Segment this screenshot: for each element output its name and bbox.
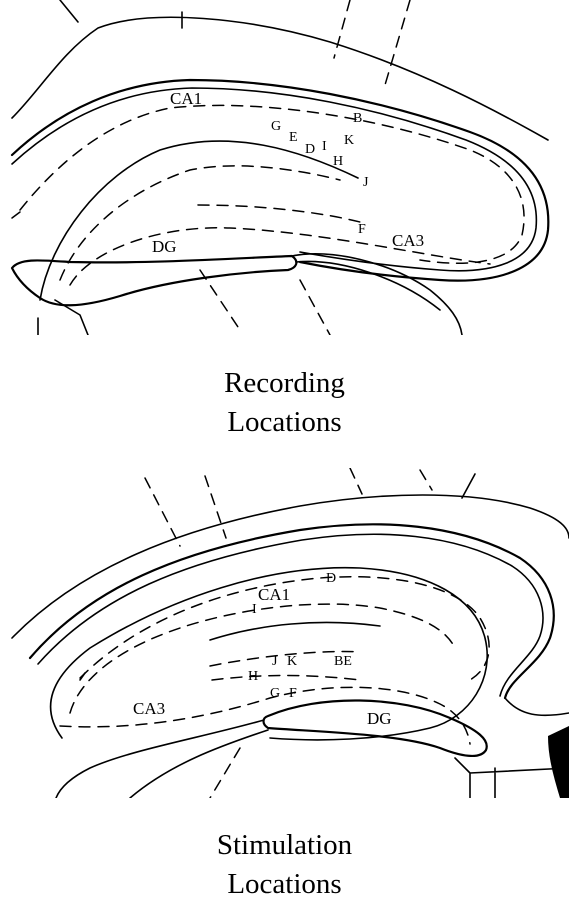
fiber-line-3 (350, 468, 362, 494)
site-label: D (326, 571, 336, 586)
outer-brain-contour (12, 495, 569, 638)
stimulation-caption: Stimulation Locations (0, 826, 569, 904)
site-label: G (271, 119, 281, 134)
fiber-line-7 (12, 212, 20, 218)
fiber-line-2 (385, 0, 410, 85)
inner-dashed-layer-3 (212, 676, 360, 681)
fiber-line-4 (420, 470, 432, 490)
pyramidal-cell-layer (40, 141, 358, 300)
site-label: G (270, 686, 280, 701)
site-label: K (287, 654, 297, 669)
site-label: I (322, 139, 327, 154)
site-label: J (363, 175, 369, 190)
recording-hippocampus-drawing: CA1 DG CA3 B G E D I K H J F (0, 0, 569, 335)
site-label: K (344, 133, 354, 148)
site-label: B (353, 111, 362, 126)
site-label: J (272, 654, 278, 669)
fiber-line-6 (300, 280, 330, 335)
site-label: F (358, 222, 366, 237)
dg-dashed-layer (60, 687, 470, 744)
recording-diagram: CA1 DG CA3 B G E D I K H J F (0, 0, 569, 335)
site-label: I (252, 602, 257, 617)
dg-lower-blade (12, 256, 296, 305)
ventricle-loop (505, 698, 569, 715)
fiber-line-1 (334, 0, 350, 58)
lower-dashed-fiber (210, 748, 240, 798)
fiber-line-3 (60, 0, 78, 22)
dg-lower-blade-2 (130, 730, 268, 798)
caption-line: Locations (0, 865, 569, 904)
alveus-inner (12, 88, 536, 271)
fiber-line-5 (200, 270, 240, 330)
caption-line: Stimulation (0, 826, 569, 865)
inner-dashed-layer-1 (70, 604, 455, 713)
recording-caption: Recording Locations (0, 364, 569, 442)
region-label-ca3: CA3 (133, 699, 165, 718)
stimulation-diagram: CA1 CA3 DG D I J K BE H G F (0, 468, 569, 798)
caption-line: Recording (0, 364, 569, 403)
fiber-line-5 (462, 474, 475, 498)
region-label-ca3: CA3 (392, 231, 424, 250)
region-label-ca1: CA1 (170, 89, 202, 108)
region-label-dg: DG (367, 709, 392, 728)
dg-lower-blade (56, 720, 264, 798)
site-label: D (305, 142, 315, 157)
region-label-ca1: CA1 (258, 585, 290, 604)
caption-line: Locations (0, 403, 569, 442)
ventricle-fill (548, 726, 569, 798)
site-label: BE (334, 654, 352, 669)
inner-dashed-layer-2 (198, 205, 360, 222)
alveus-inner (38, 534, 543, 696)
inner-solid-layer (210, 622, 380, 640)
site-label: H (333, 154, 343, 169)
site-label: F (289, 686, 297, 701)
stimulation-hippocampus-drawing: CA1 CA3 DG D I J K BE H G F (0, 468, 569, 798)
site-label: E (289, 130, 298, 145)
fiber-line-1 (145, 478, 180, 546)
region-label-dg: DG (152, 237, 177, 256)
site-label: H (248, 669, 258, 684)
